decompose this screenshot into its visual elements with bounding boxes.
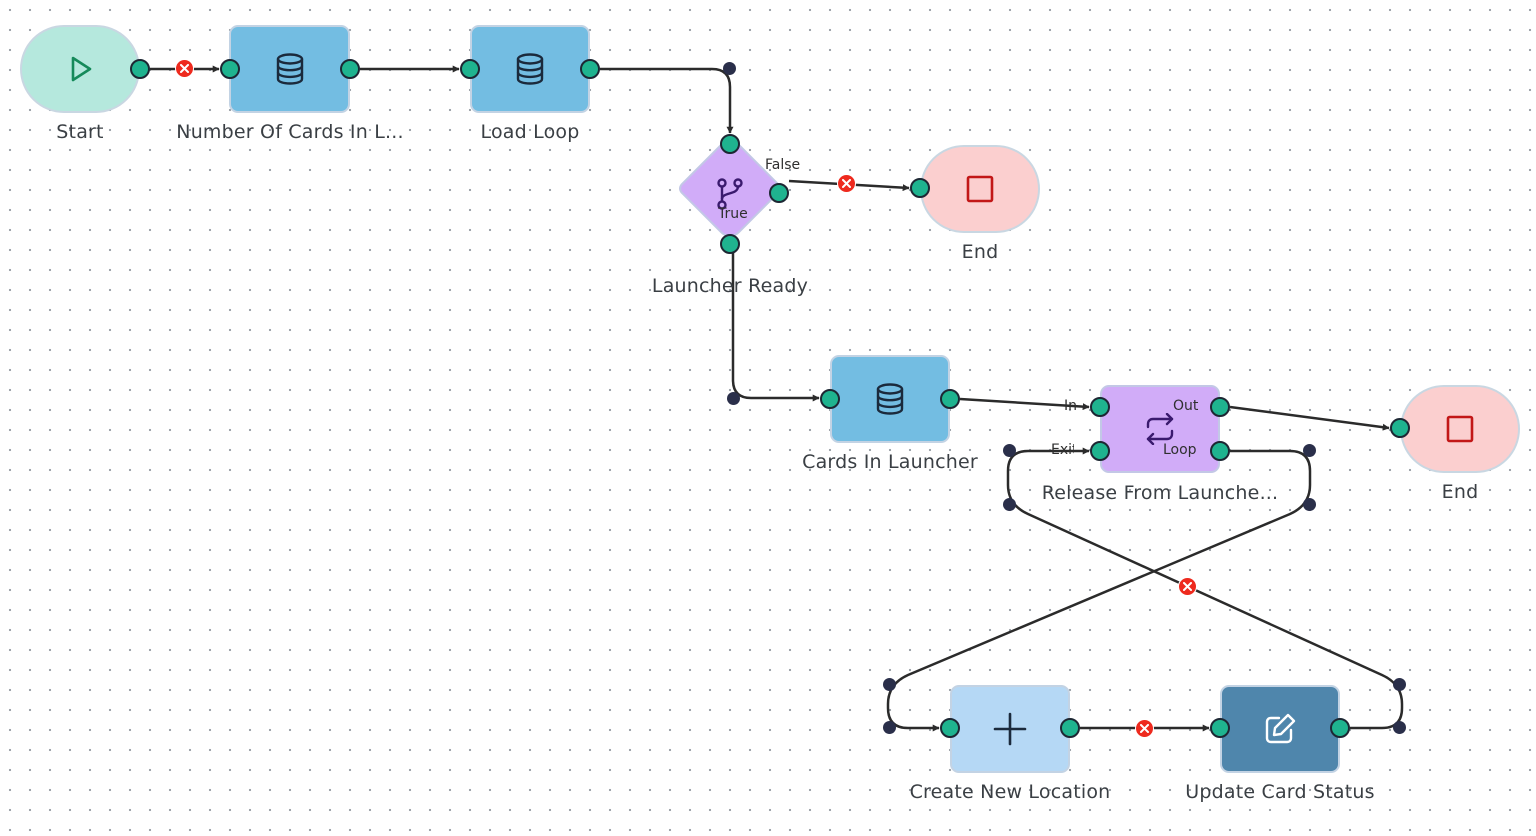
- out-port-label: Out: [1173, 398, 1199, 414]
- edge-update-status-to-release-exit[interactable]: [1006, 447, 1404, 730]
- edge-error-icon[interactable]: [1178, 577, 1197, 596]
- launcher-ready-true-port[interactable]: [720, 234, 740, 254]
- edge-error-icon[interactable]: [1135, 719, 1154, 738]
- database-icon: [276, 53, 303, 85]
- launcher-ready-node[interactable]: [676, 139, 784, 247]
- edge-release-loop-to-create-location[interactable]: [886, 449, 1312, 732]
- end-right-input-port[interactable]: [1390, 418, 1410, 438]
- stop-icon: [966, 175, 994, 203]
- plus-icon: [993, 712, 1027, 746]
- edge-error-icon[interactable]: [837, 174, 856, 193]
- load-loop-label: Load Loop: [480, 121, 580, 143]
- end-top-input-port[interactable]: [910, 178, 930, 198]
- edge-cards-in-launcher-to-release[interactable]: [959, 397, 1090, 411]
- edge-bend-handle[interactable]: [727, 392, 740, 405]
- number-of-cards-input-port[interactable]: [220, 59, 240, 79]
- edge-bend-handle[interactable]: [1303, 498, 1316, 511]
- stop-icon: [1446, 415, 1474, 443]
- create-location-output-port[interactable]: [1060, 718, 1080, 738]
- create-new-location-node[interactable]: [950, 685, 1070, 773]
- release-from-launcher-node[interactable]: [1100, 385, 1220, 473]
- update-card-status-label: Update Card Status: [1185, 781, 1375, 803]
- edge-bend-handle[interactable]: [883, 678, 896, 691]
- launcher-ready-label: Launcher Ready: [651, 275, 809, 297]
- play-icon: [71, 56, 92, 82]
- release-loop-port[interactable]: [1210, 441, 1230, 461]
- edge-bend-handle[interactable]: [1393, 721, 1406, 734]
- start-output-port[interactable]: [130, 59, 150, 79]
- false-port-label: False: [765, 157, 801, 173]
- loop-port-label: Loop: [1163, 442, 1197, 458]
- end-right-label: End: [1441, 481, 1479, 503]
- number-of-cards-node[interactable]: [229, 25, 350, 113]
- edge-release-out-to-end[interactable]: [1229, 405, 1390, 431]
- cards-in-launcher-node[interactable]: [830, 355, 950, 443]
- number-of-cards-output-port[interactable]: [340, 59, 360, 79]
- update-card-status-node[interactable]: [1220, 685, 1340, 773]
- end-top-label: End: [961, 241, 999, 263]
- edge-error-icon[interactable]: [175, 59, 194, 78]
- number-of-cards-label: Number Of Cards In L...: [176, 121, 404, 143]
- in-port-label: In: [1064, 398, 1078, 414]
- edit-icon: [1265, 713, 1296, 744]
- release-exit-port[interactable]: [1090, 441, 1110, 461]
- database-icon: [876, 383, 904, 415]
- create-new-location-label: Create New Location: [909, 781, 1111, 803]
- edge-bend-handle[interactable]: [1003, 444, 1016, 457]
- edge-bend-handle[interactable]: [883, 721, 896, 734]
- exit-port-label: Exit: [1051, 442, 1074, 458]
- update-status-input-port[interactable]: [1210, 718, 1230, 738]
- update-status-output-port[interactable]: [1330, 718, 1350, 738]
- release-in-port[interactable]: [1090, 397, 1110, 417]
- edge-bend-handle[interactable]: [1303, 444, 1316, 457]
- end-node-top[interactable]: [920, 145, 1040, 233]
- edge-bend-handle[interactable]: [723, 62, 736, 75]
- end-node-right[interactable]: [1400, 385, 1520, 473]
- release-out-port[interactable]: [1210, 397, 1230, 417]
- branch-icon: [717, 178, 743, 210]
- true-port-label: True: [718, 206, 748, 222]
- cards-in-launcher-input-port[interactable]: [820, 389, 840, 409]
- load-loop-output-port[interactable]: [580, 59, 600, 79]
- load-loop-input-port[interactable]: [460, 59, 480, 79]
- cards-in-launcher-output-port[interactable]: [940, 389, 960, 409]
- create-location-input-port[interactable]: [940, 718, 960, 738]
- database-icon: [516, 53, 544, 85]
- edge-bend-handle[interactable]: [1003, 498, 1016, 511]
- launcher-ready-false-port[interactable]: [769, 183, 789, 203]
- release-from-launcher-label: Release From Launche...: [1041, 482, 1279, 504]
- loop-icon: [1146, 413, 1174, 445]
- start-label: Start: [56, 121, 104, 143]
- edge-bend-handle[interactable]: [1393, 678, 1406, 691]
- launcher-ready-input-port[interactable]: [720, 134, 740, 154]
- cards-in-launcher-label: Cards In Launcher: [802, 451, 978, 473]
- load-loop-node[interactable]: [470, 25, 590, 113]
- start-node[interactable]: [20, 25, 140, 113]
